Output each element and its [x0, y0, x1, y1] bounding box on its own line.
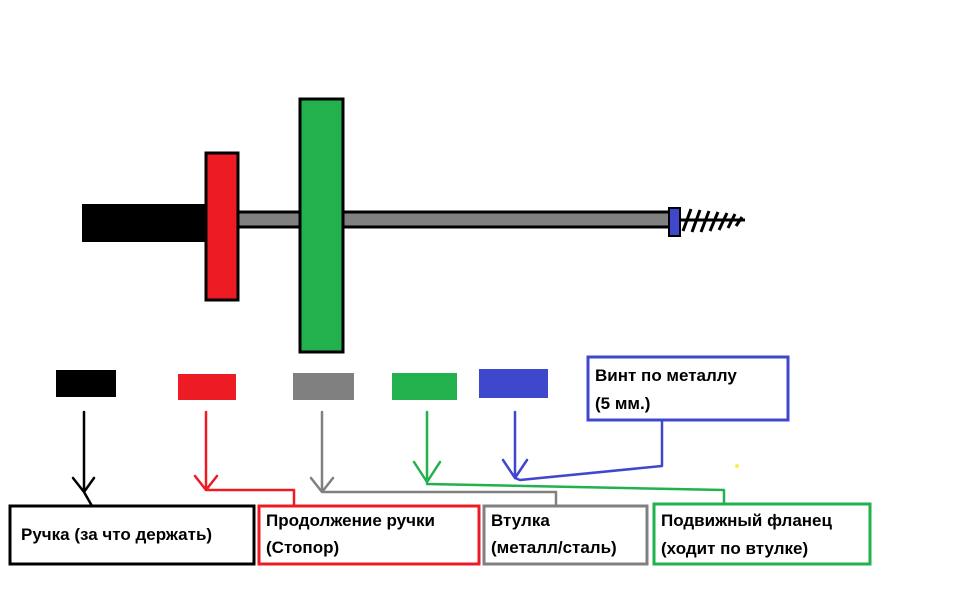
label-flange-line1: Подвижный фланец [661, 511, 833, 530]
label-stopper-line1: Продолжение ручки [266, 511, 435, 530]
label-flange-line2: (ходит по втулке) [661, 539, 808, 558]
speck [735, 464, 739, 468]
screw-thread [680, 208, 745, 233]
swatch-handle [56, 370, 116, 397]
legend-swatches [56, 369, 548, 400]
label-screw: Винт по металлу (5 мм.) [586, 355, 790, 422]
label-stopper-line2: (Стопор) [266, 538, 339, 557]
connector-sleeve [309, 410, 558, 508]
swatch-stopper [178, 374, 236, 400]
label-screw-line2: (5 мм.) [595, 394, 650, 413]
label-sleeve-line1: Втулка [491, 511, 550, 530]
tool-drawing [82, 97, 745, 354]
label-handle: Ручка (за что держать) [8, 504, 256, 566]
label-handle-line1: Ручка (за что держать) [21, 525, 212, 544]
connector-stopper [193, 410, 296, 508]
handle-block [82, 204, 210, 242]
label-screw-line1: Винт по металлу [595, 366, 737, 385]
swatch-sleeve [293, 373, 354, 400]
label-sleeve: Втулка (металл/сталь) [482, 504, 649, 566]
sleeve-rod [230, 210, 674, 229]
swatch-screw [479, 369, 548, 398]
label-flange: Подвижный фланец (ходит по втулке) [652, 502, 872, 566]
screw-head [668, 207, 681, 237]
label-stopper: Продолжение ручки (Стопор) [257, 504, 481, 566]
flange-block [298, 97, 345, 354]
connector-screw [501, 410, 664, 482]
label-sleeve-line2: (металл/сталь) [491, 538, 617, 557]
connector-flange [412, 410, 726, 506]
connector-handle [71, 410, 96, 508]
swatch-flange [392, 373, 457, 400]
stopper-block [204, 151, 240, 302]
